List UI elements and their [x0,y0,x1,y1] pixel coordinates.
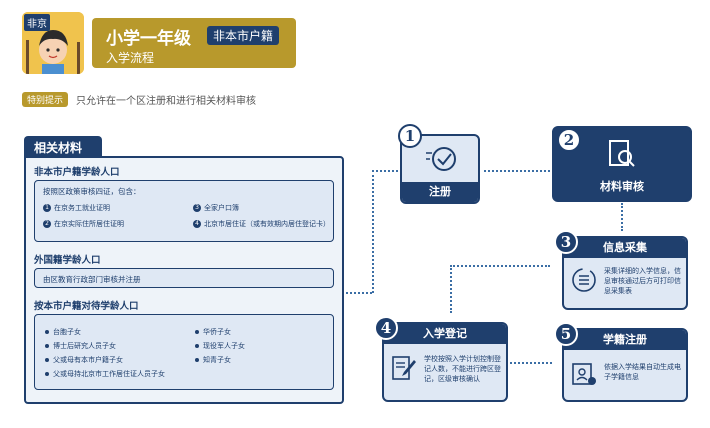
list-item: 父或母有本市户籍子女 [45,355,123,365]
step-3-number: 3 [554,230,578,254]
item-number: 1 [43,204,51,212]
step-4-desc: 学校按照入学计划控制登记人数，不能进行跨区登记，区级审核确认 [424,355,501,383]
section-equivalent-box: 台胞子女 华侨子女 博士后研究人员子女 现役军人子女 父或母有本市户籍子女 知青… [34,314,334,390]
step-1-title: 注册 [402,182,478,202]
materials-tab: 相关材料 [24,136,102,158]
section-nonlocal-box-title: 按照区政策审核四证，包含： [43,187,141,196]
step-3-title: 信息采集 [564,238,686,258]
tip-text: 只允许在一个区注册和进行相关材料审核 [76,96,256,107]
avatar: 非京 [22,12,84,74]
connector [484,170,550,172]
step-5-desc: 依据入学结果自动生成电子学籍信息 [604,363,681,381]
section-foreign-title: 外国籍学龄人口 [34,255,101,266]
step-2-number: 2 [557,128,581,152]
connector [621,203,623,231]
list-item: 知青子女 [195,355,231,365]
connector [510,362,552,364]
connector [450,265,452,313]
edit-document-icon [392,356,416,380]
step-1-number: 1 [398,124,422,148]
header-banner: 小学一年级 非本市户籍 入学流程 [92,18,296,68]
material-item-text: 在京务工就业证明 [54,204,110,212]
section-foreign-text: 由区教育行政部门审核并注册 [43,275,141,284]
step-5-number: 5 [554,322,578,346]
step-5-title: 学籍注册 [564,330,686,350]
step-3-desc: 采集详细的入学信息，信息审核通过后方可打印信息采集表 [604,267,681,295]
list-item: 父或母持北京市工作居住证人员子女 [45,369,165,379]
connector [450,265,550,267]
step-2-title: 材料审核 [600,180,644,193]
connector [372,170,398,172]
step-4-number: 4 [374,316,398,340]
connector [372,170,374,293]
document-search-icon [609,140,635,167]
tip-label: 特别提示 [22,92,69,107]
list-item: 台胞子女 [45,327,81,337]
list-item: 华侨子女 [195,327,231,337]
item-number: 4 [193,220,201,228]
connector [346,292,372,294]
avatar-tag: 非京 [24,14,50,31]
item-number: 2 [43,220,51,228]
material-item-text: 在京实际住所居住证明 [54,220,124,228]
id-card-icon [572,363,596,385]
check-circle-icon [426,147,456,171]
section-equivalent-title: 按本市户籍对待学龄人口 [34,301,139,312]
step-4-title: 入学登记 [384,324,506,344]
list-item: 现役军人子女 [195,341,245,351]
section-foreign-box: 由区教育行政部门审核并注册 [34,268,334,288]
item-number: 3 [193,204,201,212]
page-title: 小学一年级 [106,29,191,49]
step-3-card: 信息采集 采集详细的入学信息，信息审核通过后方可打印信息采集表 [562,236,688,310]
section-nonlocal-title: 非本市户籍学龄人口 [34,167,120,178]
step-5-card: 学籍注册 依据入学结果自动生成电子学籍信息 [562,328,688,402]
child-illustration-icon [22,12,84,74]
step-4-card: 入学登记 学校按照入学计划控制登记人数，不能进行跨区登记，区级审核确认 [382,322,508,402]
list-refresh-icon [572,268,596,292]
material-item-text: 全家户口簿 [204,204,239,212]
page-subtitle: 入学流程 [106,51,155,65]
material-item-text: 北京市居住证（或有效期内居住登记卡） [204,220,330,228]
household-badge: 非本市户籍 [207,26,280,45]
list-item: 博士后研究人员子女 [45,341,116,351]
